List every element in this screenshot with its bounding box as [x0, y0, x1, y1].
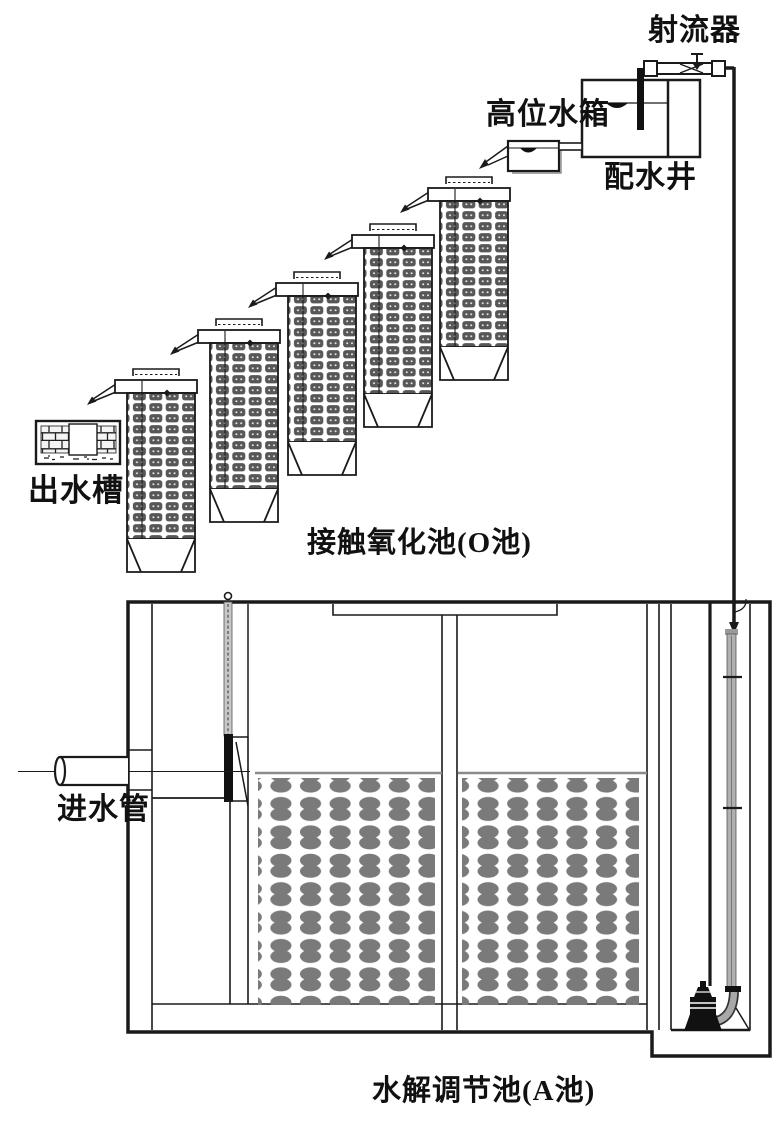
riser-pipe-vertical	[729, 67, 747, 634]
media-zone-1	[258, 778, 435, 1005]
label-inlet-pipe: 进水管	[57, 793, 150, 826]
oxidation-tank-1	[86, 368, 198, 573]
media-zone-2	[462, 778, 639, 1005]
right-partitions	[646, 604, 751, 1030]
top-slab	[332, 604, 558, 616]
label-distribution-well: 配水井	[604, 161, 697, 194]
label-high-level-tank: 高位水箱	[486, 98, 610, 131]
ejector-drop-pipe	[637, 68, 644, 130]
label-outlet-trough: 出水槽	[28, 473, 124, 508]
tank-shell	[126, 600, 772, 1058]
effluent-trough	[34, 419, 122, 466]
hydrolysis-tank	[18, 591, 772, 1058]
inlet-pipe	[18, 755, 250, 787]
label-hydrolysis-tank: 水解调节池(A池)	[372, 1075, 596, 1107]
middle-divider	[441, 615, 458, 1030]
water-level-mark	[606, 103, 628, 108]
inlet-downcomer	[152, 591, 249, 1004]
water-level-mark	[520, 148, 537, 153]
submersible-pump	[684, 981, 751, 1032]
distribution-well	[580, 68, 702, 159]
high-level-tank	[479, 139, 583, 174]
label-jet-ejector: 射流器	[648, 14, 741, 47]
pump-riser-pipe	[723, 629, 742, 989]
feed-chute	[479, 145, 509, 169]
jet-ejector	[643, 53, 734, 77]
label-contact-oxidation-tank: 接触氧化池(O池)	[307, 527, 532, 559]
connecting-pipe	[558, 142, 583, 151]
